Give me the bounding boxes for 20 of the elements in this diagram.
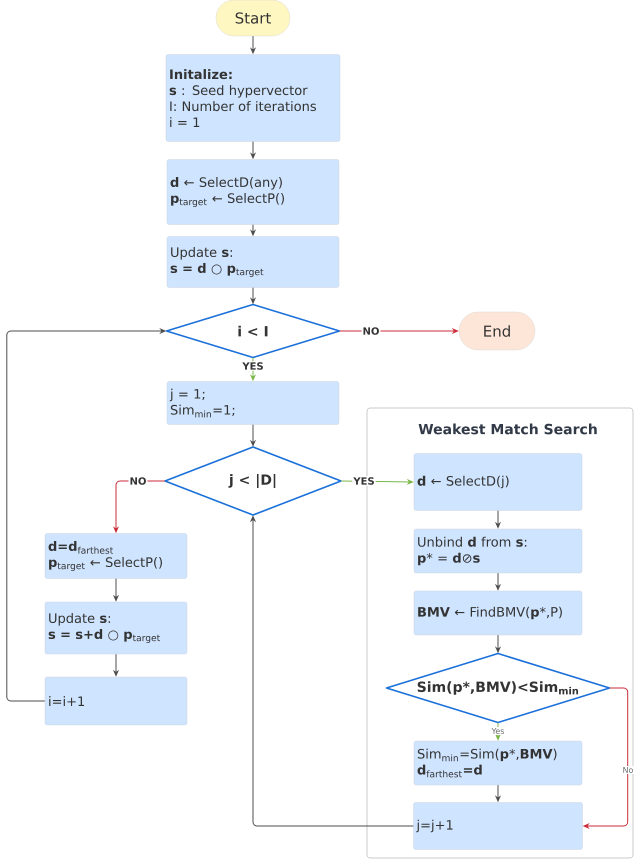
edge-label: YES [241,361,265,371]
edge-label: NO [128,476,148,486]
process-box: j=j+1 [413,802,583,850]
edge-label: YES [352,476,376,486]
terminal-box: End [458,312,536,350]
process-box: d ← SelectD(any) p$_{target}$ ← SelectP() [166,159,340,225]
edge-label: NO [362,326,380,336]
process-box: Sim$_{min}$=Sim(p*,BMV) d$_{farthest}$=d [414,740,582,786]
process-box: d ← SelectD(j) [414,453,582,511]
edge-label: No [622,766,634,774]
process-box: Unbind d from s: p* = d⊘s [414,528,582,574]
process-box: Update s: s = s+d ○ p$_{target}$ [44,602,188,654]
process-box: BMV ← FindBMV(p*,P) [414,590,582,636]
process-box: Update s: s = d ○ p$_{target}$ [166,236,340,288]
process-box: Initalize: s : Seed hypervector I: Number of iterations i = 1 [166,54,340,142]
process-box: d=d$_{farthest}$ p$_{target}$ ← SelectP() [44,533,188,579]
process-box: i=i+1 [44,676,188,726]
edge-label: Yes [490,727,506,735]
terminal-box: Start [216,0,290,36]
process-box: j = 1; Sim$_{min}$=1; [166,381,340,425]
